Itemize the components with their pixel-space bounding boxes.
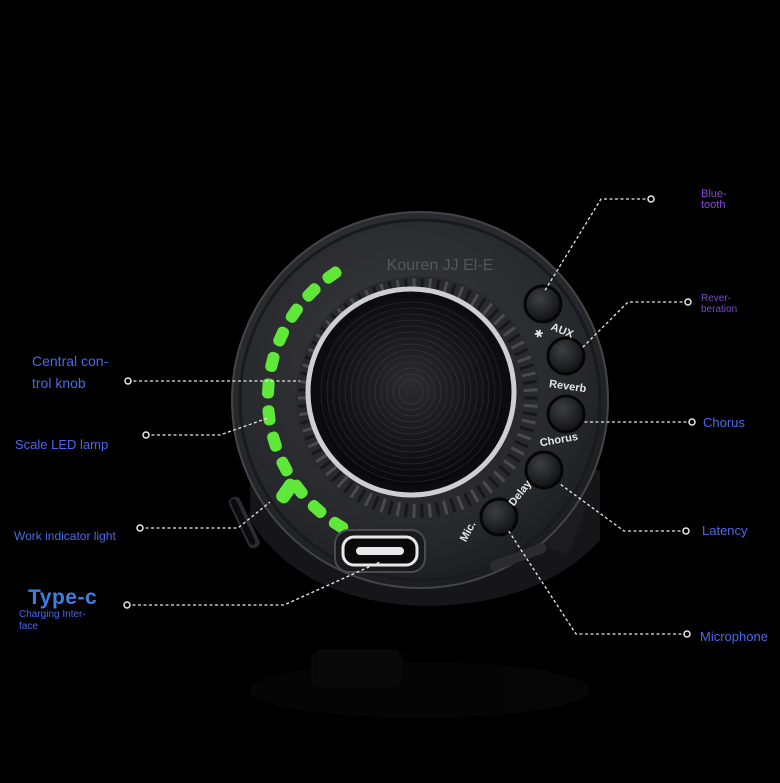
type-c-port: [334, 529, 426, 573]
led-segment: [322, 266, 342, 284]
bluetooth-icon: ✱: [532, 326, 545, 342]
led-segment: [262, 405, 276, 426]
latency-callout: Latency: [702, 523, 748, 538]
work-indicator-callout: Work indicator light: [14, 529, 116, 543]
scale-led-callout: Scale LED lamp: [15, 437, 109, 452]
led-segment: [276, 456, 293, 477]
led-segment: [267, 431, 282, 452]
led-segment: [328, 516, 349, 534]
mic-button[interactable]: [479, 497, 519, 537]
reverb-button[interactable]: [546, 336, 586, 376]
reverb-label: Reverb: [548, 378, 587, 395]
callout-dots: [123, 195, 696, 638]
central-control-knob[interactable]: [296, 276, 540, 520]
typec-callout-title: Type-c: [28, 586, 98, 609]
scale-led-lamp: [261, 266, 349, 534]
reverberation-callout: Rever- beration: [701, 293, 738, 315]
microphone-callout: Microphone: [700, 629, 768, 644]
bluetooth-callout: Blue- tooth: [701, 188, 727, 211]
led-segment: [285, 303, 303, 323]
typec-callout-sub: Charging Inter- face: [19, 609, 86, 632]
led-segment: [261, 378, 275, 399]
delay-button[interactable]: [524, 450, 564, 490]
chorus-button[interactable]: [546, 394, 586, 434]
aux-button[interactable]: [523, 284, 563, 324]
chorus-callout: Chorus: [703, 415, 745, 430]
led-segment: [265, 351, 280, 373]
brand-text: Kouren JJ El-E: [387, 257, 494, 274]
led-segment: [307, 499, 327, 519]
callout-lines: [127, 198, 692, 635]
floor-reflection: [250, 649, 590, 718]
led-segment: [273, 326, 290, 347]
central-knob-callout: Central con- trol knob: [32, 353, 109, 391]
led-segment: [302, 283, 321, 302]
work-indicator-light: [276, 478, 298, 504]
